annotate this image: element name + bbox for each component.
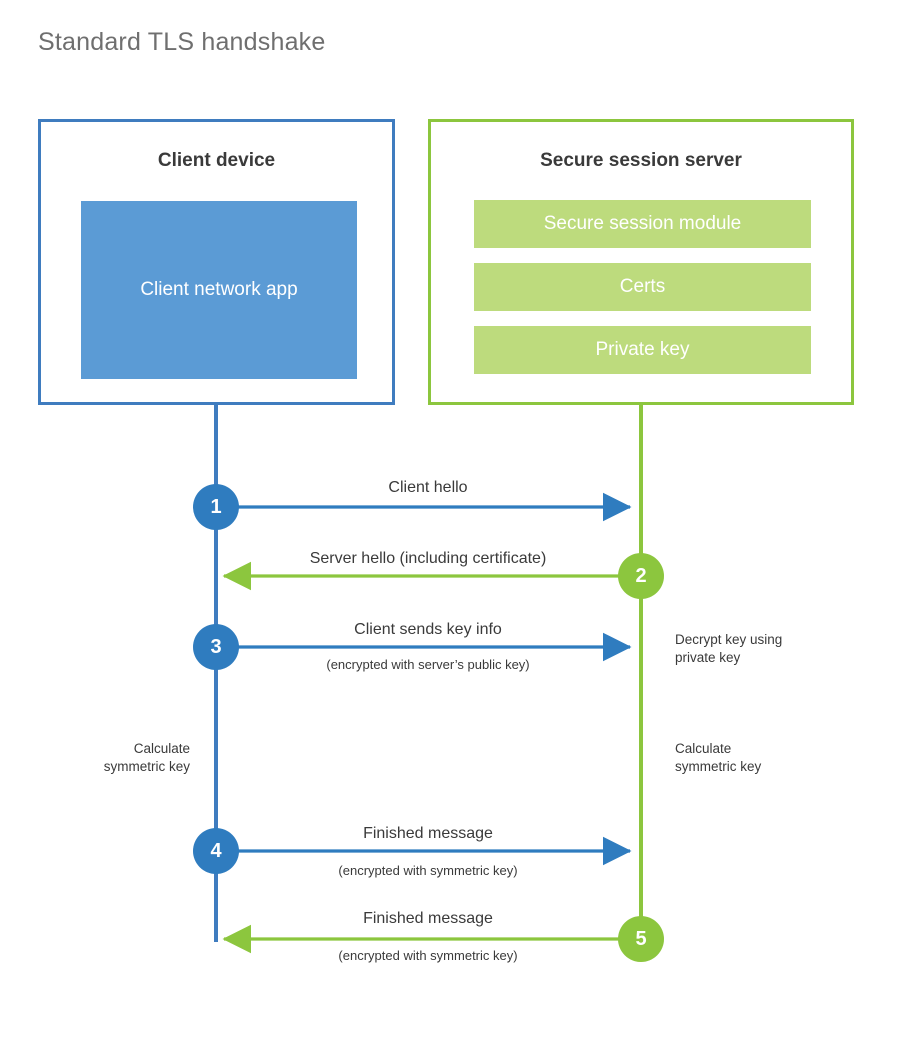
step-1-label: Client hello (388, 479, 468, 496)
client-device-title: Client device (157, 150, 276, 171)
server-block-secure-session-module: Secure session module (474, 200, 811, 248)
step-5-label: Finished message (363, 910, 493, 927)
server-lifeline (639, 405, 643, 940)
step-4-sublabel: (encrypted with symmetric key) (338, 863, 518, 878)
step-3-label: Client sends key info (354, 621, 502, 638)
step-marker-2[interactable]: 2 (618, 553, 664, 599)
page-title: Standard TLS handshake (38, 28, 326, 56)
client-lifeline (214, 405, 218, 942)
server-block-certs: Certs (474, 263, 811, 311)
client-device-box: Client device Client network app (38, 119, 395, 405)
step-marker-1[interactable]: 1 (193, 484, 239, 530)
client-network-app-block: Client network app (81, 201, 357, 379)
step-marker-3[interactable]: 3 (193, 624, 239, 670)
secure-session-server-box: Secure session server Secure session mod… (428, 119, 854, 405)
step-3-sublabel: (encrypted with server’s public key) (326, 657, 530, 672)
server-block-private-key: Private key (474, 326, 811, 374)
step-marker-4[interactable]: 4 (193, 828, 239, 874)
secure-session-server-title: Secure session server (540, 150, 742, 171)
step-4-label: Finished message (363, 825, 493, 842)
step-marker-5[interactable]: 5 (618, 916, 664, 962)
step-2-label: Server hello (including certificate) (309, 550, 547, 567)
step-5-sublabel: (encrypted with symmetric key) (338, 948, 518, 963)
